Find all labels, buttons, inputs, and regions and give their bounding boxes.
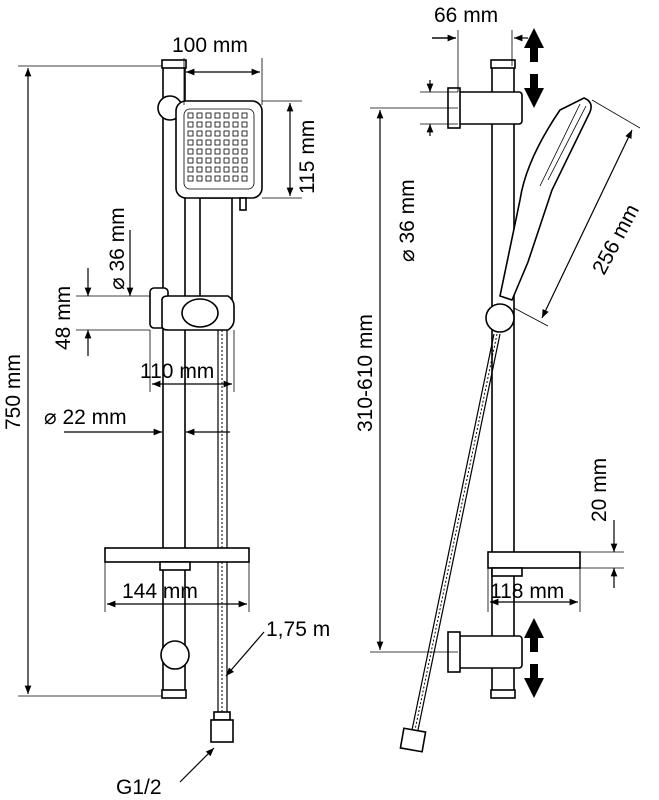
dim-total-height bbox=[18, 65, 162, 697]
front-soap-dish bbox=[104, 547, 250, 571]
front-view: 750 mm 100 mm 115 mm ⌀ 36 mm 48 mm bbox=[2, 34, 330, 799]
side-slide-holder bbox=[485, 303, 515, 333]
label-rail-diameter: ⌀ 22 mm bbox=[44, 406, 127, 429]
label-dish-depth: 118 mm bbox=[490, 580, 564, 603]
front-slide-holder bbox=[149, 287, 235, 331]
label-side-holder-diameter: ⌀ 36 mm bbox=[396, 179, 419, 262]
dim-holder-height bbox=[76, 268, 150, 356]
front-hose-connector bbox=[210, 711, 234, 743]
label-handshower-length: 256 mm bbox=[588, 201, 644, 279]
label-holder-depth: 110 mm bbox=[140, 360, 214, 383]
label-dish-height: 20 mm bbox=[588, 458, 611, 522]
side-rail bbox=[490, 59, 516, 699]
dim-head-height bbox=[262, 100, 302, 199]
dim-soap-dish-width bbox=[104, 562, 250, 612]
dim-dish-depth bbox=[487, 568, 581, 612]
label-bracket-depth: 66 mm bbox=[434, 4, 498, 27]
side-hose-connector bbox=[399, 727, 427, 753]
label-holder-diameter: ⌀ 36 mm bbox=[106, 207, 129, 290]
front-bottom-bracket bbox=[160, 640, 190, 670]
leader-hose-length bbox=[225, 631, 265, 677]
dim-bracket-depth bbox=[432, 30, 528, 92]
label-connection: G1/2 bbox=[116, 776, 162, 799]
label-adjust-range: 310-610 mm bbox=[354, 314, 377, 432]
label-holder-height: 48 mm bbox=[52, 286, 75, 350]
dim-side-holder-diameter bbox=[420, 80, 458, 136]
dim-adjust-range bbox=[370, 107, 458, 653]
front-handshower bbox=[175, 100, 263, 311]
leader-connection bbox=[179, 747, 215, 783]
label-head-height: 115 mm bbox=[296, 120, 319, 194]
spray-nozzles bbox=[187, 112, 248, 182]
dim-dish-height bbox=[580, 520, 624, 588]
side-hose bbox=[411, 333, 501, 731]
dim-handshower-length bbox=[513, 99, 641, 327]
slide-arrow-top bbox=[524, 28, 544, 108]
label-handshower-width: 100 mm bbox=[172, 34, 248, 57]
side-view: 66 mm ⌀ 36 mm 310-610 mm 256 mm bbox=[354, 4, 644, 753]
side-soap-dish bbox=[487, 551, 581, 577]
label-hose-length: 1,75 m bbox=[266, 618, 330, 641]
label-total-height: 750 mm bbox=[2, 354, 25, 430]
label-soap-dish-width: 144 mm bbox=[122, 580, 198, 603]
dim-holder-depth bbox=[149, 330, 235, 392]
slide-arrow-bottom bbox=[524, 618, 544, 698]
front-hose bbox=[217, 330, 228, 712]
side-bottom-bracket bbox=[447, 631, 523, 673]
side-top-bracket bbox=[447, 87, 523, 129]
dim-handshower-width bbox=[183, 58, 263, 105]
